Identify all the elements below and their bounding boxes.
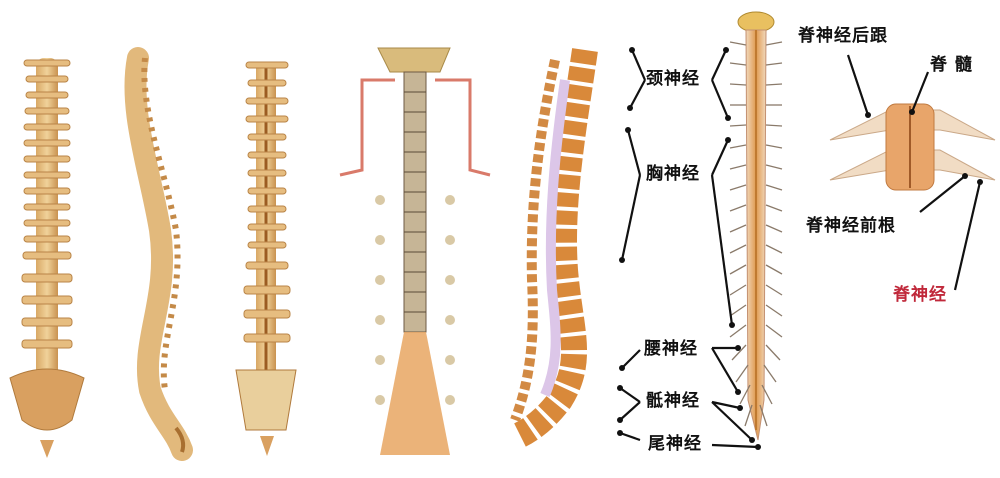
spinal-cord-nerves-figure xyxy=(729,11,783,441)
label-lumbar-nerves: 腰神经 xyxy=(644,339,698,359)
spine-posterior-figure xyxy=(235,61,297,456)
spine-sagittal-figure xyxy=(510,48,598,447)
label-cervical-nerves: 颈神经 xyxy=(646,69,700,89)
spine-lateral-figure xyxy=(124,47,193,461)
spinal-cord-canal-figure xyxy=(339,47,491,455)
label-dorsal-root: 脊神经后跟 xyxy=(798,26,888,46)
label-thoracic-nerves: 胸神经 xyxy=(646,164,700,184)
label-coccygeal-nerves: 尾神经 xyxy=(648,434,702,454)
label-sacral-nerves: 骶神经 xyxy=(646,391,700,411)
arrow-heads xyxy=(617,47,983,450)
spine-anterior-figure xyxy=(9,58,85,458)
label-spinal-cord: 脊 髓 xyxy=(930,55,973,75)
cord-segment-figure xyxy=(829,103,996,191)
label-ventral-root: 脊神经前根 xyxy=(806,216,896,236)
label-spinal-nerve: 脊神经 xyxy=(893,285,947,305)
leader-arrows xyxy=(619,49,982,449)
